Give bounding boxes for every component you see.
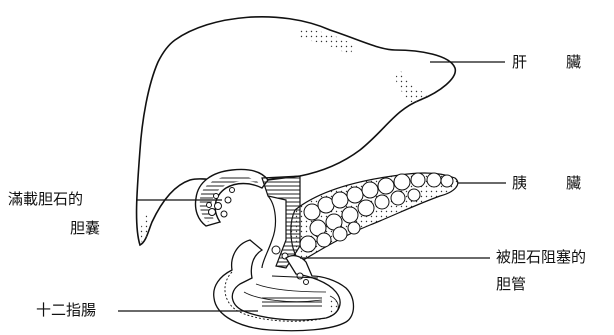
bile-duct-label-line1: 被胆石阻塞的 xyxy=(496,250,586,265)
pancreas xyxy=(291,173,458,262)
pancreas-label: 胰 臟 xyxy=(512,176,593,191)
liver-label: 肝 臟 xyxy=(512,55,593,70)
gallbladder-label-line2: 胆囊 xyxy=(70,221,100,236)
duodenum-label: 十二指腸 xyxy=(36,303,96,318)
gallbladder-label-line1: 滿載胆石的 xyxy=(8,192,83,207)
bile-duct xyxy=(262,176,300,268)
bile-duct-label-line2: 胆管 xyxy=(496,277,526,292)
